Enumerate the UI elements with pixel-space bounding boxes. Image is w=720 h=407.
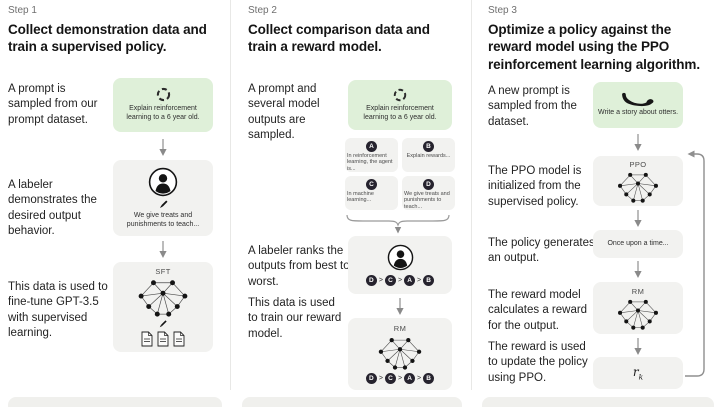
step3-prompt-caption: Write a story about otters. xyxy=(598,109,679,117)
output-d-text: We give treats and punishments to teach.… xyxy=(404,191,450,210)
rm-label: RM xyxy=(631,286,645,296)
step3-prompt-box: Write a story about otters. xyxy=(593,82,683,128)
step3-row2-text: The PPO model is initialized from the su… xyxy=(488,165,582,208)
bottom-card-edge xyxy=(242,397,462,407)
down-arrow-icon xyxy=(632,134,644,152)
pencil-icon xyxy=(158,199,169,210)
neural-network-icon xyxy=(616,298,660,330)
rank-badge: D xyxy=(365,373,377,384)
rank-badge: C xyxy=(384,275,396,286)
rank-separator: > xyxy=(417,375,422,382)
step2-labeler-box: D > C > A > B xyxy=(348,236,452,294)
person-in-circle-icon xyxy=(148,167,178,197)
rank-separator: > xyxy=(378,375,383,382)
output-letter-badge: C xyxy=(366,179,377,190)
column-divider xyxy=(471,0,472,390)
step3-ppo-box: PPO xyxy=(593,156,683,206)
column-divider xyxy=(230,0,231,390)
step3-row3-text: The policy generates an output. xyxy=(488,237,595,265)
output-c-text: In machine learning... xyxy=(347,191,374,204)
step3-rm-box: RM xyxy=(593,282,683,334)
rm-label: RM xyxy=(393,324,407,333)
step1-sft-box: SFT xyxy=(113,262,213,352)
feedback-arrow-icon xyxy=(684,150,710,380)
neural-network-icon xyxy=(616,171,660,203)
person-in-circle-icon xyxy=(387,244,414,271)
ranking-row: D > C > A > B xyxy=(365,275,435,286)
step2-prompt-caption: Explain reinforcement learning to a 6 ye… xyxy=(363,104,437,121)
rank-separator: > xyxy=(417,277,422,284)
step1-label: Step 1 xyxy=(8,5,37,16)
step1-prompt-caption: Explain reinforcement learning to a 6 ye… xyxy=(126,105,200,121)
down-arrow-icon xyxy=(632,261,644,279)
step1-title: Collect demonstration data and train a s… xyxy=(8,22,207,55)
bottom-card-edge xyxy=(482,397,714,407)
step1-labeler-caption: We give treats and punishments to teach.… xyxy=(126,211,200,228)
step2-prompt-box: Explain reinforcement learning to a 6 ye… xyxy=(348,80,452,130)
reward-value: rk xyxy=(632,364,644,382)
output-b-text: Explain rewards... xyxy=(406,153,451,159)
policy-output-text: Once upon a time... xyxy=(607,239,669,247)
bottom-card-edge xyxy=(8,397,222,407)
step2-row2-text: A labeler ranks the outputs from best to… xyxy=(248,245,350,288)
step1-row3-text: This data is used to fine-tune GPT-3.5 w… xyxy=(8,281,108,339)
model-outputs-grid: A In reinforcement learning, the agent i… xyxy=(345,138,455,210)
rank-badge: B xyxy=(423,373,435,384)
curly-brace-icon xyxy=(345,214,455,235)
rank-badge: D xyxy=(365,275,377,286)
output-d-box: D We give treats and punishments to teac… xyxy=(402,176,455,210)
neural-network-icon xyxy=(137,278,189,317)
down-arrow-icon xyxy=(157,139,169,157)
cycle-arrows-icon xyxy=(393,88,407,102)
rank-badge: B xyxy=(423,275,435,286)
output-letter-badge: D xyxy=(423,179,434,190)
otter-icon xyxy=(621,92,655,107)
step3-label: Step 3 xyxy=(488,5,517,16)
step3-row5-text: The reward is used to update the policy … xyxy=(488,341,588,384)
step3-output-box: Once upon a time... xyxy=(593,230,683,258)
rank-badge: A xyxy=(404,373,416,384)
document-stack-icon xyxy=(141,331,185,347)
step3-row4-text: The reward model calculates a reward for… xyxy=(488,289,588,332)
sft-label: SFT xyxy=(155,267,171,276)
rank-separator: > xyxy=(378,277,383,284)
rank-badge: A xyxy=(404,275,416,286)
down-arrow-icon xyxy=(632,338,644,356)
output-c-box: C In machine learning... xyxy=(345,176,398,210)
ppo-label: PPO xyxy=(629,159,647,169)
rank-badge: C xyxy=(384,373,396,384)
down-arrow-icon xyxy=(394,298,406,316)
step2-row1-text: A prompt and several model outputs are s… xyxy=(248,83,320,141)
step3-row1-text: A new prompt is sampled from the dataset… xyxy=(488,85,577,128)
output-b-box: B Explain rewards... xyxy=(402,138,455,172)
rank-separator: > xyxy=(397,277,403,284)
step1-prompt-box: Explain reinforcement learning to a 6 ye… xyxy=(113,78,213,132)
cycle-arrows-icon xyxy=(156,87,171,102)
step2-rm-box: RM D > C > A > B xyxy=(348,318,452,390)
pencil-icon xyxy=(158,319,168,329)
down-arrow-icon xyxy=(157,241,169,259)
step1-row2-text: A labeler demonstrates the desired outpu… xyxy=(8,179,97,237)
rank-separator: > xyxy=(397,375,403,382)
neural-network-icon xyxy=(377,336,423,370)
output-a-box: A In reinforcement learning, the agent i… xyxy=(345,138,398,172)
step2-label: Step 2 xyxy=(248,5,277,16)
step2-title: Collect comparison data and train a rewa… xyxy=(248,22,430,55)
step2-row3-text: This data is used to train our reward mo… xyxy=(248,297,342,340)
step3-reward-box: rk xyxy=(593,357,683,389)
ranking-row: D > C > A > B xyxy=(365,373,435,384)
step1-row1-text: A prompt is sampled from our prompt data… xyxy=(8,83,98,126)
step1-labeler-box: We give treats and punishments to teach.… xyxy=(113,160,213,236)
step3-title: Optimize a policy against the reward mod… xyxy=(488,22,700,72)
output-letter-badge: A xyxy=(366,141,377,152)
output-letter-badge: B xyxy=(423,141,434,152)
output-a-text: In reinforcement learning, the agent is.… xyxy=(347,153,393,172)
down-arrow-icon xyxy=(632,210,644,228)
